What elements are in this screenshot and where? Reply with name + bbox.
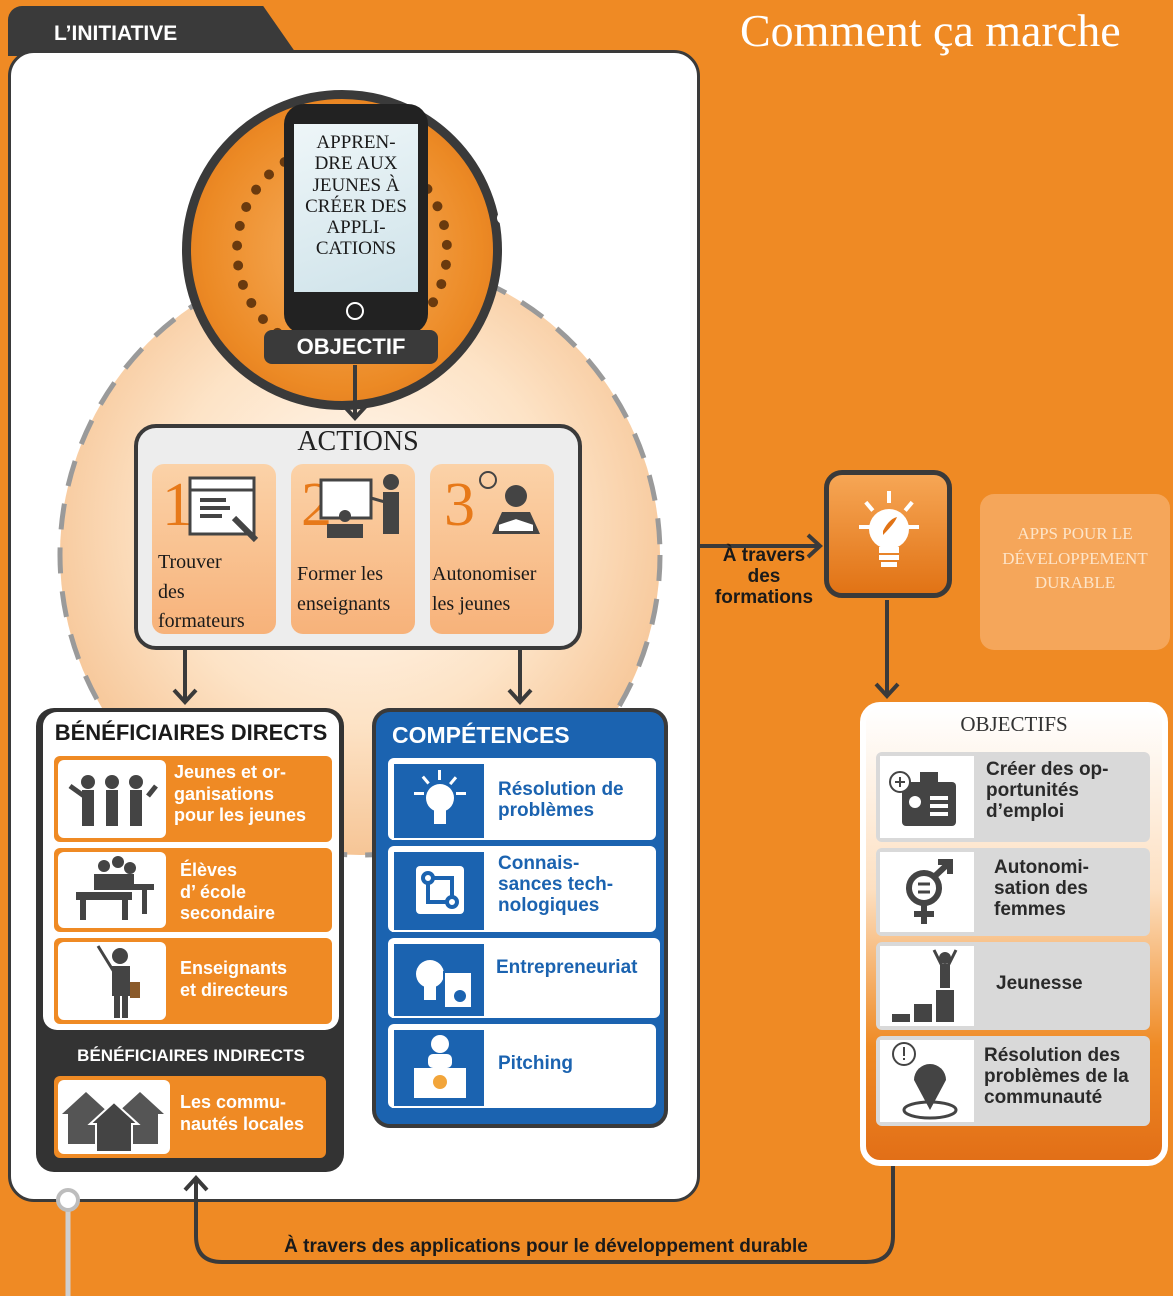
action-card-2: 2 Former les enseignants bbox=[291, 464, 415, 634]
competences-title: COMPÉTENCES bbox=[392, 722, 570, 748]
objectif-item-3: Jeunesse bbox=[876, 942, 1150, 1030]
action-card-1: 1 Trouver des formateurs bbox=[152, 464, 276, 634]
initiative-tab: L’INITIATIVE bbox=[8, 6, 298, 56]
objectif-item-4: Résolution des problèmes de la communaut… bbox=[876, 1036, 1150, 1126]
beneficiary-label: Jeunes et or- ganisations pour les jeune… bbox=[174, 762, 307, 826]
id-card-plus-icon bbox=[880, 756, 974, 838]
objectif-label: Autonomi- sation des femmes bbox=[994, 857, 1089, 920]
competence-item-1: Résolution de problèmes bbox=[388, 758, 656, 840]
phone-screen bbox=[294, 124, 418, 292]
competence-label: Entrepreneuriat bbox=[496, 957, 638, 978]
beneficiary-item-2: Élèves d’ école secondaire bbox=[54, 848, 332, 932]
gender-equality-icon bbox=[880, 852, 974, 932]
objectif-label: Résolution des problèmes de la communaut… bbox=[984, 1045, 1129, 1108]
podium-person-icon bbox=[880, 946, 974, 1026]
sustainable-apps-box: APPS POUR LE DÉVELOPPEMENT DURABLE bbox=[980, 494, 1170, 650]
actions-title: ACTIONS bbox=[297, 426, 419, 457]
idea-box bbox=[824, 470, 952, 598]
teacher-pointer-icon bbox=[58, 942, 166, 1020]
objective-label: OBJECTIF bbox=[264, 330, 438, 364]
through-trainings-label: À travers des formations bbox=[714, 545, 814, 608]
tab-label: L’INITIATIVE bbox=[54, 22, 178, 45]
action-label: Trouver des formateurs bbox=[158, 551, 245, 633]
connector-knob bbox=[497, 212, 509, 224]
beneficiary-item-1: Jeunes et or- ganisations pour les jeune… bbox=[54, 756, 332, 842]
phone-home-button bbox=[346, 302, 364, 320]
houses-icon bbox=[58, 1080, 170, 1154]
action-number: 3 bbox=[444, 471, 475, 539]
objectif-item-2: Autonomi- sation des femmes bbox=[876, 848, 1150, 936]
competence-label: Connais- sances tech- nologiques bbox=[498, 853, 614, 916]
lightbulb-icon bbox=[859, 491, 919, 567]
beneficiary-label: Élèves d’ école secondaire bbox=[180, 860, 276, 924]
reader-idea-icon bbox=[479, 471, 540, 534]
objective-screen-text: APPREN- DRE AUX JEUNES À CRÉER DES APPLI… bbox=[305, 132, 407, 260]
competence-item-2: Connais- sances tech- nologiques bbox=[388, 846, 656, 932]
objectif-label: Jeunesse bbox=[996, 973, 1083, 994]
presenter-icon bbox=[392, 1028, 486, 1108]
objectif-item-1: Créer des op- portunités d’emploi bbox=[876, 752, 1150, 842]
competence-item-3: Entrepreneuriat bbox=[388, 938, 660, 1018]
through-apps-label: À travers des applications pour le dével… bbox=[284, 1236, 808, 1257]
beneficiary-label: Enseignants et directeurs bbox=[180, 958, 289, 1000]
action-number: 1 bbox=[162, 471, 193, 539]
competence-item-4: Pitching bbox=[388, 1024, 656, 1108]
objectif-label: Créer des op- portunités d’emploi bbox=[986, 759, 1109, 822]
circuit-icon bbox=[392, 850, 486, 932]
beneficiary-item-3: Enseignants et directeurs bbox=[54, 938, 332, 1024]
action-label: Former les enseignants bbox=[297, 563, 391, 615]
action-label: Autonomiser les jeunes bbox=[432, 563, 537, 615]
browser-wrench-icon bbox=[188, 476, 259, 543]
lightbulb-icon bbox=[392, 762, 486, 840]
teacher-board-icon bbox=[319, 474, 399, 538]
students-desks-icon bbox=[58, 852, 166, 928]
direct-beneficiaries-title: BÉNÉFICIAIRES DIRECTS bbox=[54, 720, 328, 745]
objectifs-title: OBJECTIFS bbox=[960, 712, 1068, 736]
competence-label: Pitching bbox=[498, 1053, 573, 1074]
bulb-document-icon bbox=[392, 942, 486, 1018]
competence-label: Résolution de problèmes bbox=[498, 779, 624, 821]
beneficiary-label: Les commu- nautés locales bbox=[180, 1092, 305, 1134]
indirect-beneficiaries-title: BÉNÉFICIAIRES INDIRECTS bbox=[77, 1046, 305, 1065]
beneficiary-item-communities: Les commu- nautés locales bbox=[54, 1076, 326, 1158]
map-pin-alert-icon bbox=[880, 1040, 974, 1122]
action-card-3: 3 Autonomiser les jeunes bbox=[430, 464, 554, 634]
group-people-icon bbox=[58, 760, 166, 838]
page-title: Comment ça marche bbox=[740, 5, 1121, 56]
